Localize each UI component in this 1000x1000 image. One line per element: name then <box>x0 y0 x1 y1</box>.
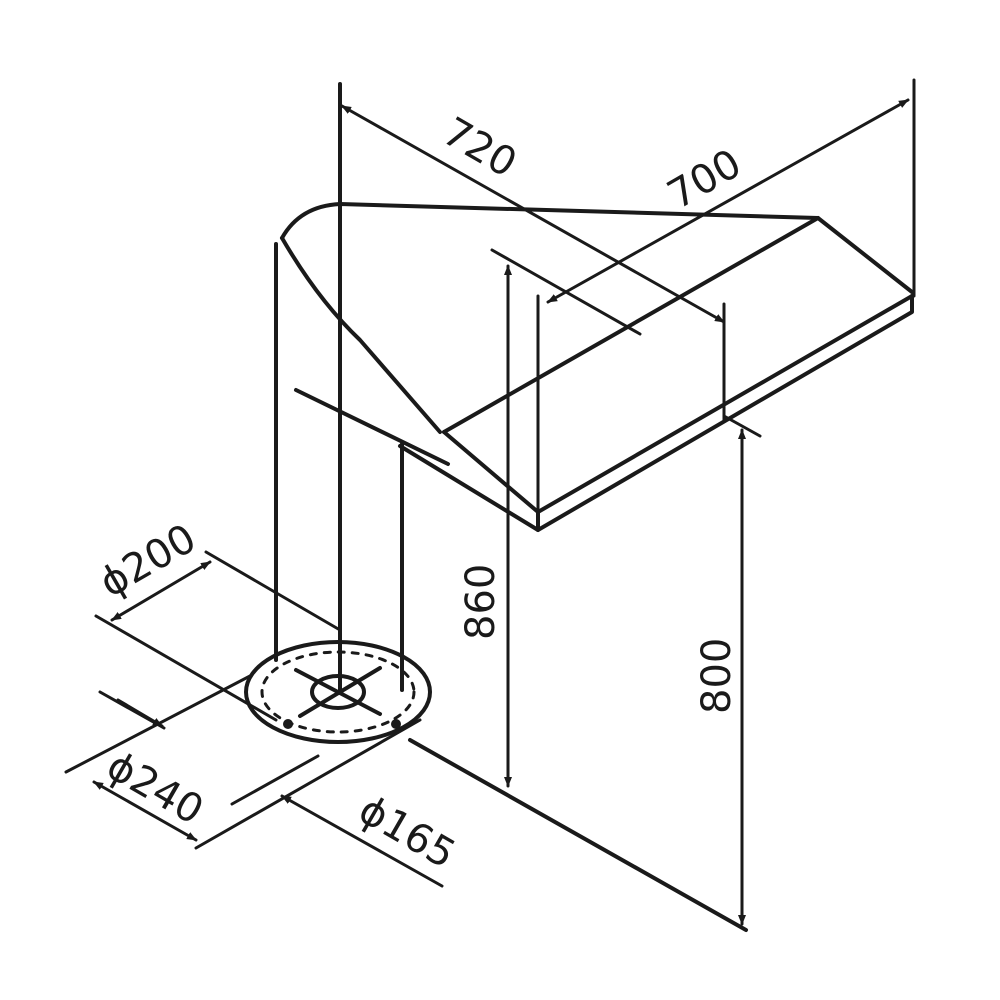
dim-700-label: 700 <box>660 141 749 219</box>
dim-phi240-label: ϕ240 <box>99 743 211 834</box>
hood-body <box>280 202 914 532</box>
dim-phi240-ext-3 <box>194 718 422 850</box>
dim-720: 720 <box>340 104 726 422</box>
dim-phi240-leader <box>116 698 164 728</box>
flange-collar <box>310 674 366 710</box>
dim-860: 860 <box>458 248 642 788</box>
dim-phi200-ext-2 <box>94 614 278 722</box>
hood-left-curve <box>280 236 442 434</box>
dim-phi165-label: ϕ165 <box>351 787 463 878</box>
flange-inner <box>260 650 416 734</box>
chimney-duct <box>274 82 404 692</box>
dim-phi200: ϕ200 <box>92 515 342 722</box>
dim-800-label: 800 <box>694 638 740 714</box>
hood-front-lower <box>442 294 914 514</box>
dim-700: 700 <box>536 78 916 514</box>
dim-phi200-label: ϕ200 <box>92 515 204 606</box>
dim-800: 800 <box>694 414 762 926</box>
dim-phi200-ext-1 <box>204 550 342 632</box>
ceiling-flange <box>244 640 432 744</box>
dim-phi200-line <box>110 560 212 622</box>
dim-phi165-line <box>280 794 444 888</box>
dim-phi165-ext <box>230 754 320 806</box>
hood-left-lower <box>398 444 540 532</box>
dim-800-ext-top <box>722 414 762 438</box>
dim-720-label: 720 <box>435 109 524 187</box>
flange-outer <box>244 640 432 744</box>
floor-reference-line <box>408 738 748 932</box>
flange-screw-1 <box>283 719 293 729</box>
dim-phi165: ϕ165 <box>230 754 463 888</box>
dim-phi240-line <box>92 780 198 842</box>
hood-inner-diagonal <box>294 388 450 466</box>
dim-860-label: 860 <box>458 564 504 640</box>
dim-700-line <box>546 98 910 304</box>
flange-screw-2 <box>391 719 401 729</box>
flange-cross-2 <box>294 668 382 716</box>
dim-860-ext-top <box>490 248 642 336</box>
